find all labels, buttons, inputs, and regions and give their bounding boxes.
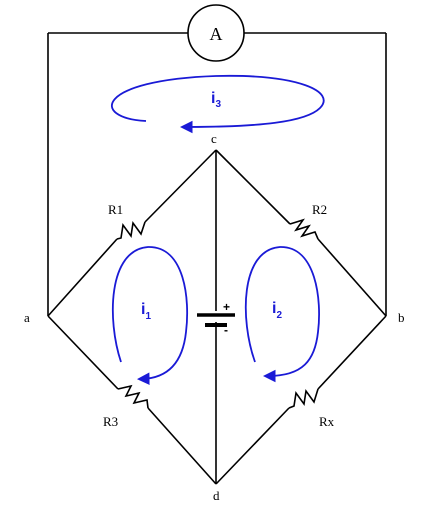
bridge-branches <box>47 149 387 485</box>
resistor-label-rx: Rx <box>319 414 335 429</box>
battery-branch: + - <box>197 150 235 484</box>
node-label-d: d <box>213 488 220 503</box>
resistor-rx <box>288 388 319 409</box>
current-label-i3: i3 <box>211 90 221 110</box>
resistor-r2 <box>289 218 319 240</box>
current-label-i2: i2 <box>272 300 282 321</box>
battery-plus-sign: + <box>223 300 230 314</box>
resistor-label-r2: R2 <box>312 202 327 217</box>
resistor-r1 <box>116 220 146 240</box>
resistor-label-r3: R3 <box>103 414 118 429</box>
current-loop-i1: i1 <box>111 246 189 386</box>
node-label-a: a <box>24 310 30 325</box>
node-label-b: b <box>398 310 405 325</box>
node-label-c: c <box>211 131 217 146</box>
current-loop-i2: i2 <box>244 246 320 383</box>
ammeter-circle <box>187 4 245 62</box>
resistor-label-r1: R1 <box>108 202 123 217</box>
ammeter-circuit-wires <box>47 32 387 316</box>
resistor-r3 <box>117 384 149 409</box>
current-loop-i3: i3 <box>111 74 325 134</box>
current-label-i1: i1 <box>141 301 151 322</box>
ammeter: A <box>187 4 245 62</box>
battery-minus-sign: - <box>224 323 228 337</box>
ammeter-symbol: A <box>210 24 223 44</box>
